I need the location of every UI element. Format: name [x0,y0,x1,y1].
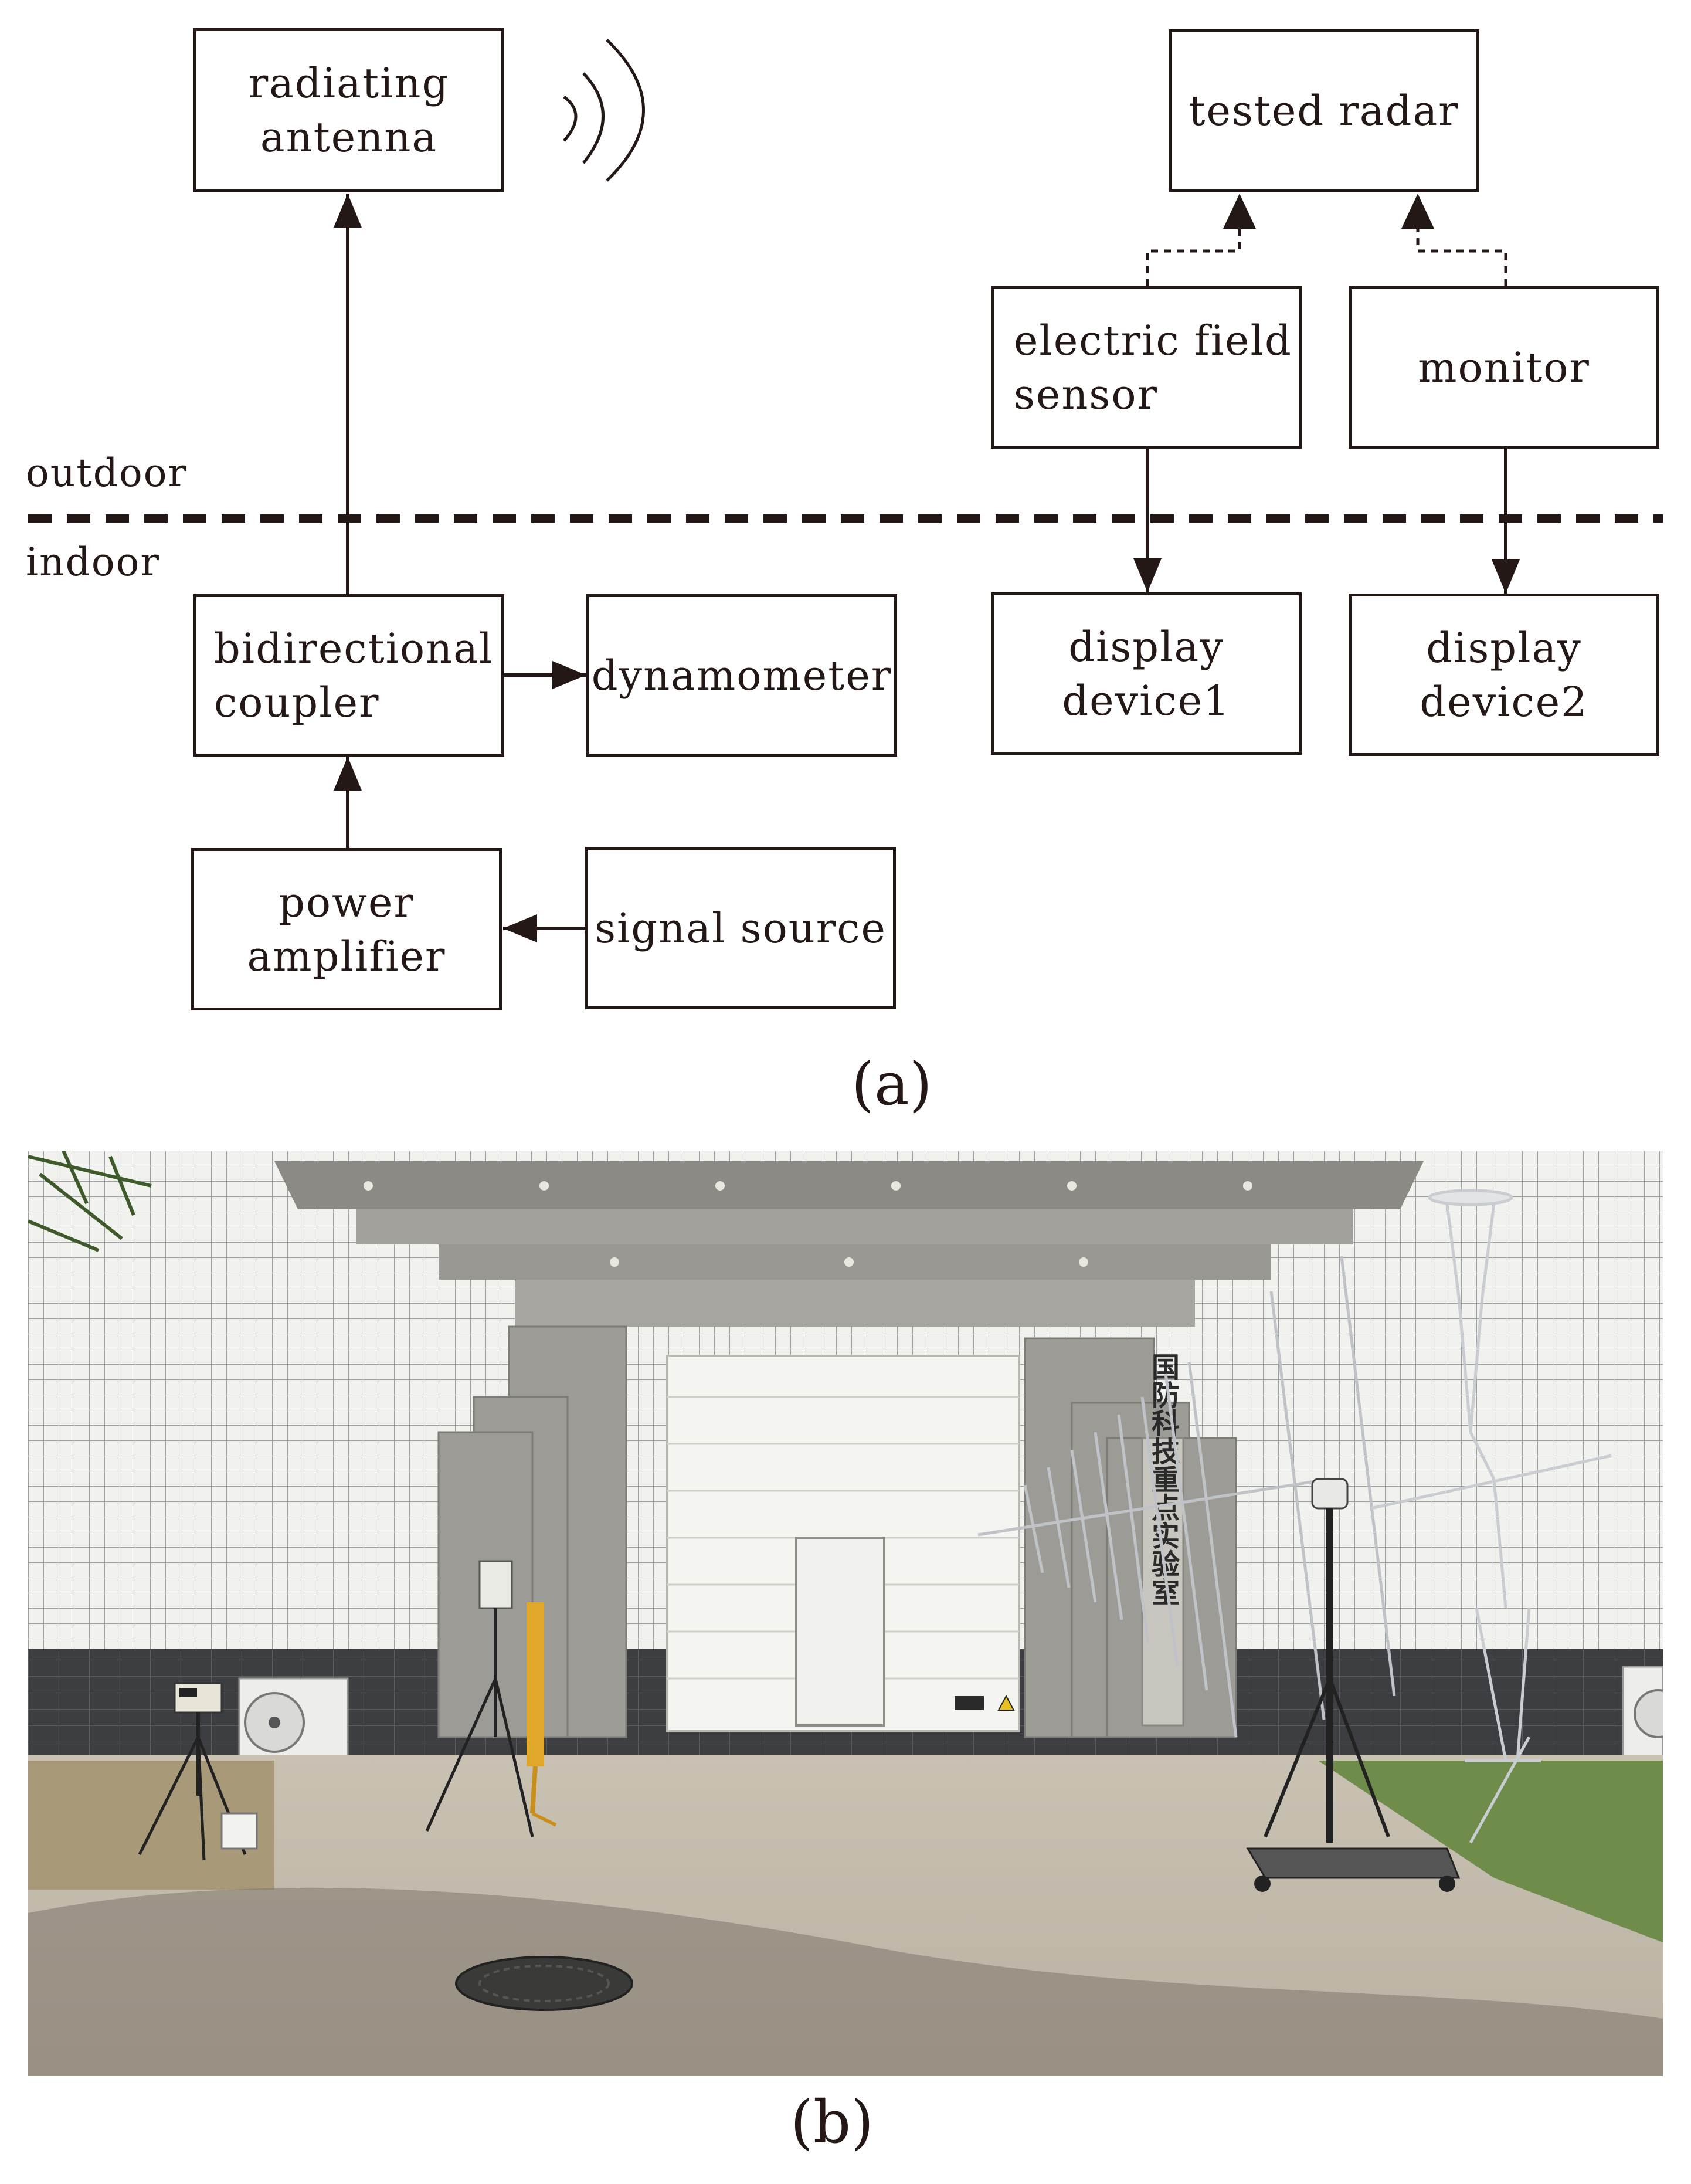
log-periodic-antenna [977,1256,1396,1738]
dotted-link-sensor-to-radar [1146,229,1241,286]
lab-sign-plaque [1141,1437,1184,1727]
service-door [795,1537,885,1727]
outdoor-zone-label: outdoor [26,450,188,496]
grass-right [1318,1761,1663,1942]
connector-layer [28,39,1663,942]
tested-radar-box: tested radar [1169,29,1479,192]
display1-line1: display [1068,622,1224,671]
indoor-zone-label: indoor [26,540,160,585]
antenna-mast [1246,1478,1461,1892]
block-diagram: radiating antenna tested radar electric … [26,28,1663,1118]
radiation-waves-icon [563,39,645,182]
caption-a: (a) [851,1050,932,1118]
amplifier-line2: amplifier [247,932,446,981]
display1-line2: device1 [1062,676,1231,725]
electric-field-sensor-box: electric field sensor [991,286,1302,449]
manhole-cover [455,1956,633,2011]
coupler-line2: coupler [214,678,380,727]
amplifier-line1: power [279,878,415,927]
bidirectional-coupler-box: bidirectional coupler [193,594,504,757]
dotted-arrowhead-sensor-radar [1223,194,1256,229]
air-conditioner-right [1622,1666,1663,1762]
display-device1-box: display device1 [991,592,1302,755]
tree-shadow [28,1887,1663,2076]
signal-source-box: signal source [585,847,896,1009]
dynamometer-box: dynamometer [586,594,897,757]
power-amplifier-box: power amplifier [191,848,502,1010]
roller-door [666,1355,1020,1732]
sensor-line2: sensor [1014,370,1158,419]
caption-b: (b) [790,2088,874,2156]
coupler-line1: bidirectional [214,624,494,673]
display2-line1: display [1426,623,1582,672]
air-conditioner-left [238,1677,349,1768]
display2-line2: device2 [1420,677,1588,726]
dotted-link-monitor-to-radar [1416,229,1507,286]
dynamometer-label: dynamometer [591,651,892,700]
display-device2-box: display device2 [1349,594,1659,756]
radiating-antenna-line1: radiating [248,59,450,107]
tree-branch-top-left [28,1151,152,1252]
radiating-antenna-line2: antenna [260,113,438,161]
entrance-canopy [274,1161,1424,1327]
monitor-label: monitor [1418,343,1590,392]
dotted-arrowhead-monitor-radar [1401,194,1434,229]
signal-source-label: signal source [595,904,887,952]
photo-illustration: 国防科技重点实验室 [28,1151,1663,2076]
test-site-photo: 国防科技重点实验室 [28,1151,1663,2076]
tripod-instrument-left [138,1682,258,1861]
biconical-antenna [1370,1189,1612,1844]
sensor-line1: electric field [1014,316,1292,365]
tested-radar-label: tested radar [1189,87,1459,135]
tripod-sensor-center [425,1560,557,1837]
radiating-antenna-box: radiating antenna [193,28,504,192]
monitor-box: monitor [1349,286,1659,449]
